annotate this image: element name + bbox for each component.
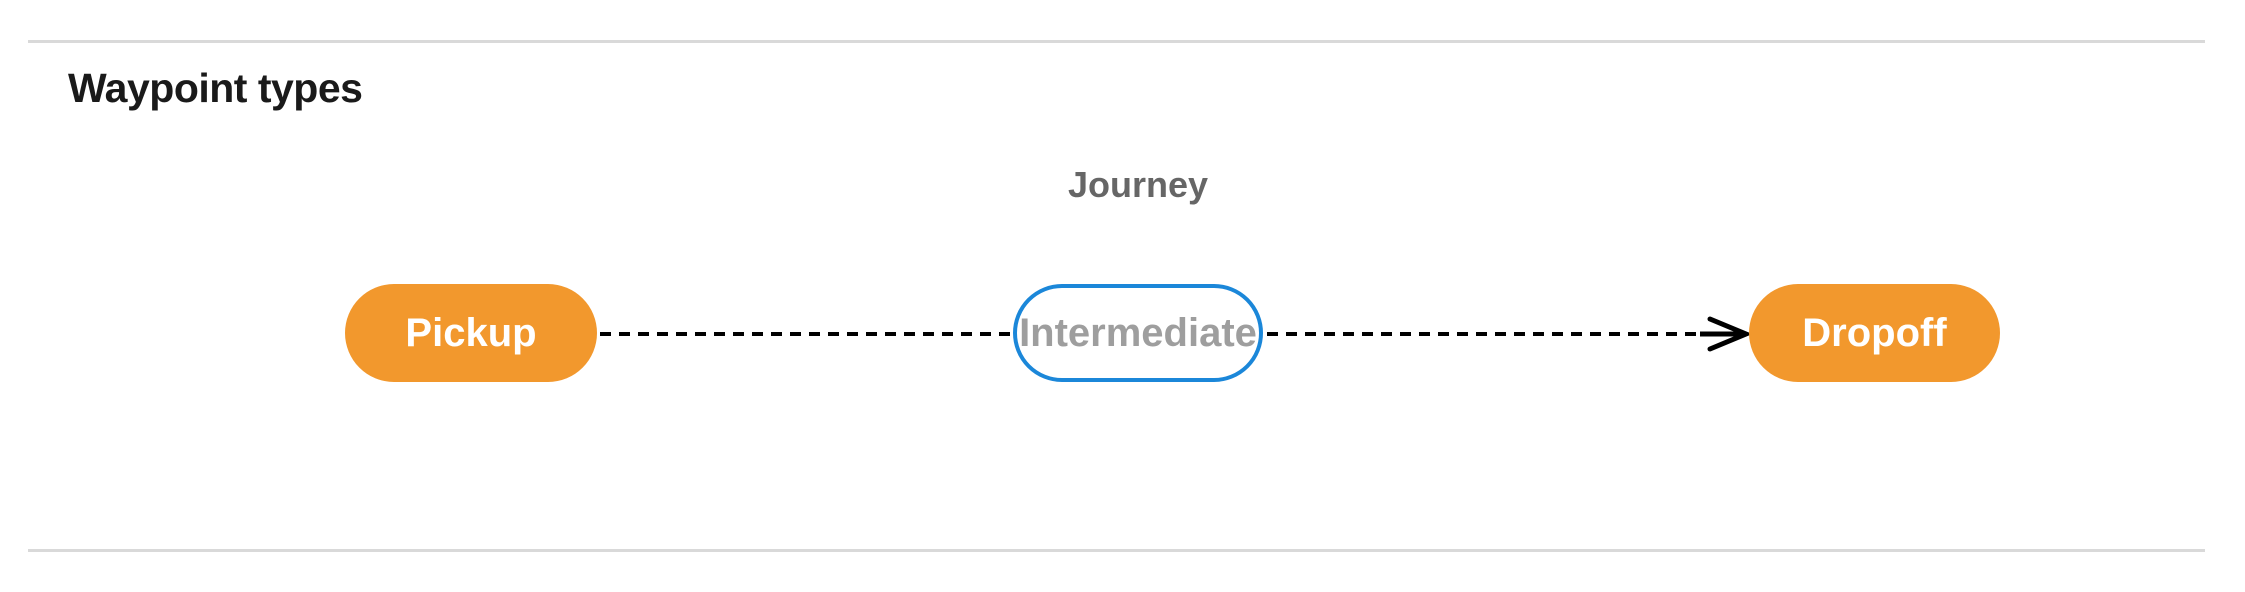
node-intermediate-label: Intermediate: [1019, 310, 1257, 355]
node-pickup-label: Pickup: [405, 310, 537, 355]
page-title: Waypoint types: [68, 65, 363, 111]
journey-cluster-label: Journey: [1067, 164, 1209, 205]
top-divider: [28, 40, 2205, 43]
bottom-divider: [28, 549, 2205, 552]
node-intermediate: Intermediate: [1013, 284, 1263, 382]
node-dropoff-label: Dropoff: [1802, 310, 1947, 355]
node-pickup: Pickup: [345, 284, 597, 382]
node-dropoff: Dropoff: [1749, 284, 2000, 382]
arrowhead-icon: [1700, 316, 1753, 352]
